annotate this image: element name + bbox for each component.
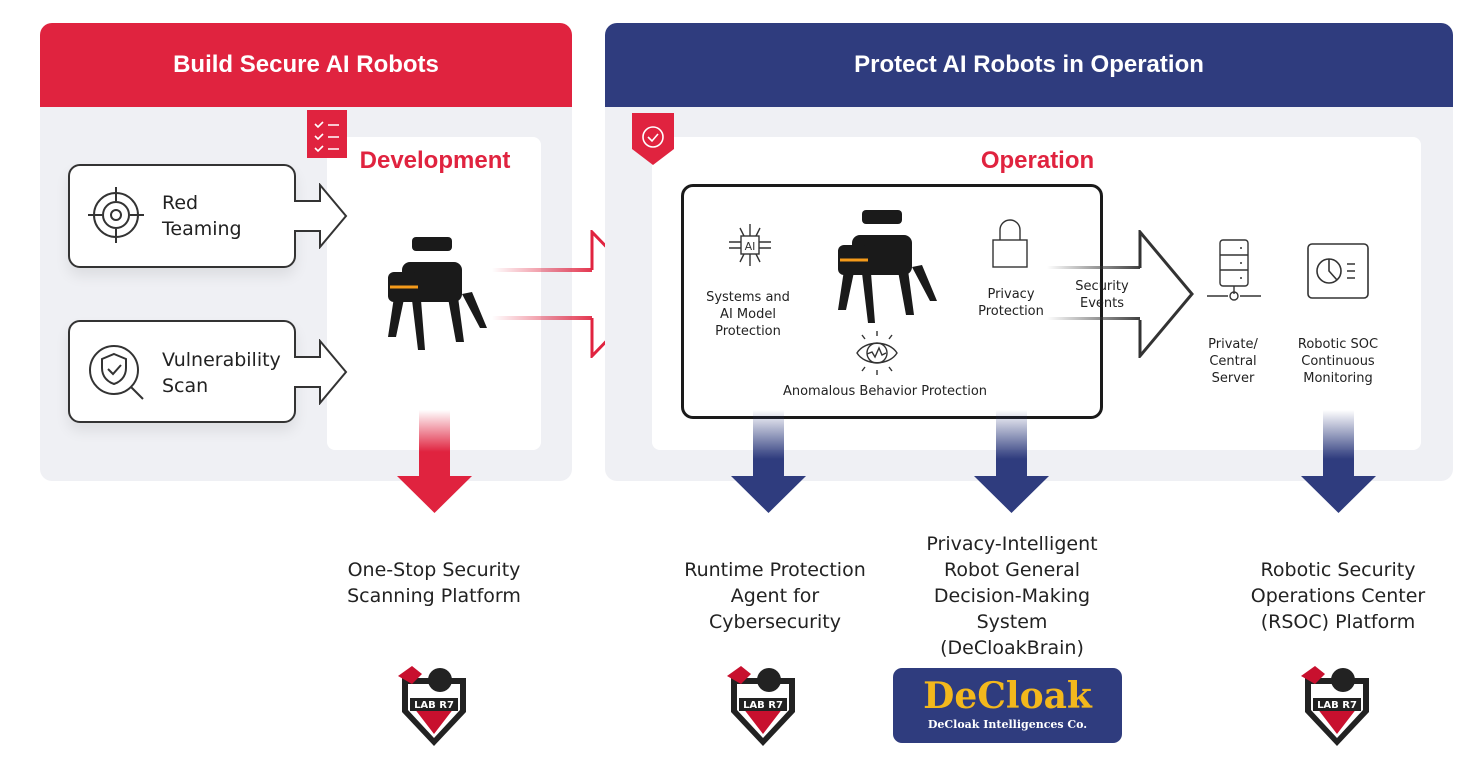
vulnerability-scan-card — [68, 320, 296, 423]
arrow-right-icon — [294, 339, 348, 405]
shield-check-icon — [632, 113, 674, 165]
soc-label: Robotic SOC Continuous Monitoring — [1297, 337, 1379, 386]
eye-anomaly-icon — [856, 331, 898, 375]
lab-r7-logo: LAB R7 — [1301, 666, 1369, 746]
lab-r7-logo: LAB R7 — [727, 666, 795, 746]
red-teaming-card — [68, 164, 296, 268]
vulnerability-scan-label: Vulnerability Scan — [162, 349, 281, 397]
privacy-protection-label: Privacy Protection — [978, 287, 1044, 319]
output-label-decloakbrain: Privacy-Intelligent Robot General Decisi… — [926, 533, 1098, 659]
decloak-logo: DeCloak DeCloak Intelligences Co. — [893, 668, 1122, 743]
arrow-down-icon — [1301, 410, 1376, 513]
target-icon — [88, 187, 144, 243]
svg-text:LAB R7: LAB R7 — [743, 700, 783, 711]
flow-line — [492, 268, 602, 272]
output-label-scanning: One-Stop Security Scanning Platform — [347, 559, 521, 607]
arrow-down-icon — [974, 410, 1049, 513]
svg-text:AI: AI — [745, 240, 756, 253]
flow-line — [1047, 317, 1147, 320]
output-label-runtime: Runtime Protection Agent for Cybersecuri… — [684, 559, 866, 633]
red-teaming-label: Red Teaming — [162, 192, 242, 240]
output-label-rsoc: Robotic Security Operations Center (RSOC… — [1250, 559, 1426, 633]
security-events-label: Security Events — [1075, 279, 1129, 311]
svg-text:LAB R7: LAB R7 — [414, 700, 454, 711]
server-icon — [1207, 239, 1261, 301]
build-header: Build Secure AI Robots — [40, 23, 572, 107]
big-arrow-right-icon — [1138, 230, 1194, 358]
flow-line — [492, 316, 602, 320]
svg-text:LAB R7: LAB R7 — [1317, 700, 1357, 711]
protect-header: Protect AI Robots in Operation — [605, 23, 1453, 107]
server-label: Private/ Central Server — [1208, 337, 1258, 386]
arrow-right-icon — [294, 183, 348, 249]
arrow-down-icon — [397, 410, 472, 513]
build-title: Build Secure AI Robots — [173, 51, 439, 78]
anomalous-behavior-label: Anomalous Behavior Protection — [782, 384, 988, 399]
decloak-logo-subtitle: DeCloak Intelligences Co. — [927, 718, 1088, 731]
lab-r7-logo: LAB R7 — [398, 666, 466, 746]
robot-dog-image — [388, 237, 487, 350]
protect-title: Protect AI Robots in Operation — [854, 51, 1204, 78]
operation-title: Operation — [980, 147, 1095, 174]
development-title: Development — [359, 147, 511, 174]
ai-chip-icon: AI — [729, 224, 771, 266]
decloak-logo-text: DeCloak — [923, 675, 1092, 717]
shield-search-icon — [89, 345, 144, 400]
lock-icon — [992, 219, 1028, 268]
monitoring-dashboard-icon — [1307, 243, 1369, 299]
flow-line — [1047, 266, 1147, 269]
checklist-icon — [307, 110, 347, 158]
robot-dog-image — [838, 210, 937, 323]
ai-protection-label: Systems and AI Model Protection — [706, 290, 790, 339]
arrow-down-icon — [731, 410, 806, 513]
